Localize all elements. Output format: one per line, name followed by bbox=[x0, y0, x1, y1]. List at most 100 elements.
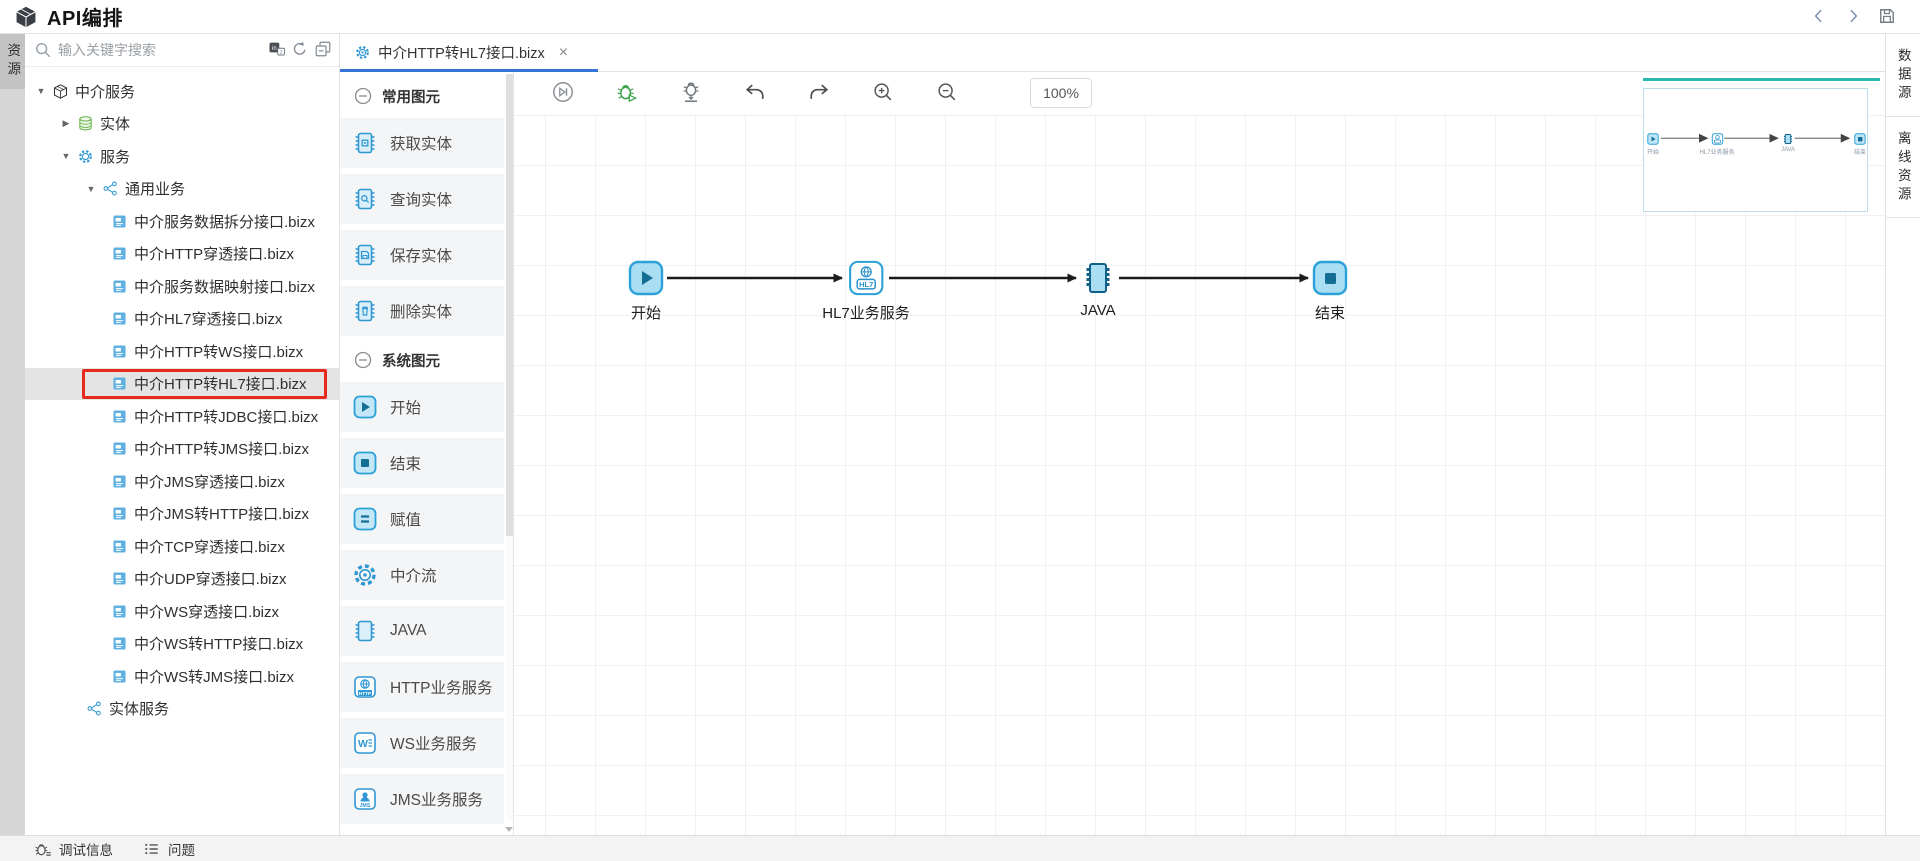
flow-node[interactable]: JAVA bbox=[1080, 260, 1116, 319]
bizx-file-icon bbox=[111, 375, 128, 392]
svg-text:W: W bbox=[358, 738, 368, 750]
tree-row[interactable]: 中介HTTP转WS接口.bizx bbox=[25, 335, 339, 368]
tree-row[interactable]: ▶ 实体 bbox=[25, 108, 339, 141]
expander-icon[interactable]: ▼ bbox=[61, 151, 71, 162]
editor-tabbar: 中介HTTP转HL7接口.bizx × bbox=[340, 34, 1885, 72]
tree-row[interactable]: 中介JMS转HTTP接口.bizx bbox=[25, 498, 339, 531]
minimap[interactable]: 开始 HL7业务服务 JAVA 结束 bbox=[1643, 88, 1868, 212]
palette-item[interactable]: 赋值 bbox=[340, 494, 504, 544]
palette-item[interactable]: 开始 bbox=[340, 382, 504, 432]
node-start-icon[interactable] bbox=[628, 260, 664, 296]
tree-row[interactable]: 实体服务 bbox=[25, 693, 339, 726]
minimap-node: 开始 bbox=[1647, 133, 1659, 156]
node-java-icon[interactable] bbox=[1080, 260, 1116, 296]
tree-row[interactable]: 中介JMS穿透接口.bizx bbox=[25, 465, 339, 498]
tree-row[interactable]: ▼ 通用业务 bbox=[25, 173, 339, 206]
tree-row[interactable]: 中介UDP穿透接口.bizx bbox=[25, 563, 339, 596]
tree-row[interactable]: 中介HTTP穿透接口.bizx bbox=[25, 238, 339, 271]
toolbar-button[interactable] bbox=[806, 80, 832, 106]
search-action-button[interactable] bbox=[290, 40, 310, 60]
flow-canvas[interactable]: 100% 开始 HL7 HL7业务服务 JAVA bbox=[514, 72, 1885, 835]
toolbar-button[interactable] bbox=[614, 80, 640, 106]
circle-minus-icon[interactable] bbox=[353, 350, 373, 370]
mini-end-icon bbox=[1854, 133, 1866, 145]
tab-close-icon[interactable]: × bbox=[558, 43, 569, 61]
palette-scrollbar[interactable] bbox=[506, 74, 513, 819]
expander-icon[interactable]: ▶ bbox=[62, 118, 70, 129]
search-action-button[interactable] bbox=[313, 40, 333, 60]
expander-icon[interactable]: ▼ bbox=[36, 86, 46, 97]
right-panel-tab[interactable]: 数据源 bbox=[1886, 34, 1920, 117]
flow-node[interactable]: 结束 bbox=[1312, 260, 1348, 323]
toolbar-button[interactable] bbox=[550, 80, 576, 106]
left-panel-strip: 资源 bbox=[0, 34, 25, 835]
palette-item[interactable]: 保存实体 bbox=[340, 230, 504, 280]
undo-icon bbox=[743, 80, 767, 104]
toolbar-button[interactable] bbox=[678, 80, 704, 106]
palette-section-header[interactable]: 系统图元 bbox=[340, 342, 513, 378]
node-end-icon[interactable] bbox=[1312, 260, 1348, 296]
flow-node-label: 开始 bbox=[630, 305, 661, 322]
right-panel-tab[interactable]: 离线资源 bbox=[1886, 117, 1920, 218]
debug-info-icon bbox=[34, 840, 52, 858]
scroll-down-arrow-icon[interactable] bbox=[505, 827, 513, 832]
header-nav-button[interactable] bbox=[1842, 6, 1864, 28]
palette-item[interactable]: JAVA bbox=[340, 606, 504, 656]
package-icon bbox=[52, 83, 69, 100]
tree-item-label: 中介WS穿透接口.bizx bbox=[134, 603, 280, 621]
tree-row[interactable]: 中介HTTP转HL7接口.bizx bbox=[25, 367, 339, 400]
zoom-in-icon bbox=[871, 80, 895, 104]
circle-minus-icon[interactable] bbox=[353, 86, 373, 106]
tree-row[interactable]: ▼ 服务 bbox=[25, 140, 339, 173]
palette-item[interactable]: 中介流 bbox=[340, 550, 504, 600]
tree-row[interactable]: 中介HL7穿透接口.bizx bbox=[25, 303, 339, 336]
palette-item-label: 赋值 bbox=[390, 512, 422, 529]
tree-row[interactable]: 中介WS穿透接口.bizx bbox=[25, 595, 339, 628]
header-nav-button[interactable] bbox=[1876, 6, 1898, 28]
svg-text:HL7: HL7 bbox=[859, 280, 873, 289]
palette-section-header[interactable]: 常用图元 bbox=[340, 78, 513, 114]
tree-row[interactable]: 中介TCP穿透接口.bizx bbox=[25, 530, 339, 563]
tree-row[interactable]: 中介WS转HTTP接口.bizx bbox=[25, 628, 339, 661]
toolbar-button[interactable] bbox=[870, 80, 896, 106]
palette-item[interactable]: W WS业务服务 bbox=[340, 718, 504, 768]
flow-layer: 开始 HL7 HL7业务服务 JAVA 结束 bbox=[514, 72, 1885, 835]
palette-item-label: 保存实体 bbox=[390, 248, 453, 265]
palette-item[interactable]: 查询实体 bbox=[340, 174, 504, 224]
status-bar-item[interactable]: 调试信息 bbox=[34, 839, 113, 859]
toolbar-button[interactable] bbox=[934, 80, 960, 106]
tree-row[interactable]: 中介HTTP转JMS接口.bizx bbox=[25, 433, 339, 466]
expander-icon[interactable]: ▼ bbox=[86, 183, 96, 194]
palette-item-label: JAVA bbox=[390, 622, 427, 639]
jms-service-icon: JMS bbox=[352, 786, 378, 812]
minimap-node: JAVA bbox=[1781, 133, 1795, 153]
tree-row[interactable]: 中介服务数据拆分接口.bizx bbox=[25, 205, 339, 238]
palette-item[interactable]: HTTP HTTP业务服务 bbox=[340, 662, 504, 712]
bizx-file-icon bbox=[111, 278, 128, 295]
status-bar-item[interactable]: 问题 bbox=[143, 839, 195, 859]
palette-item[interactable]: JMS JMS业务服务 bbox=[340, 774, 504, 824]
tree-row[interactable]: 中介服务数据映射接口.bizx bbox=[25, 270, 339, 303]
flow-node[interactable]: HL7 HL7业务服务 bbox=[822, 260, 910, 323]
tree-item-label: 通用业务 bbox=[125, 181, 186, 199]
search-input[interactable] bbox=[58, 42, 264, 58]
left-tab-resources[interactable]: 资源 bbox=[0, 34, 25, 89]
flow-node[interactable]: 开始 bbox=[628, 260, 664, 323]
header-nav-button[interactable] bbox=[1808, 6, 1830, 28]
minimap-node-label: JAVA bbox=[1780, 147, 1796, 153]
toolbar-button[interactable] bbox=[742, 80, 768, 106]
palette-item[interactable]: 删除实体 bbox=[340, 286, 504, 336]
palette-item[interactable]: 结束 bbox=[340, 438, 504, 488]
zoom-level-indicator[interactable]: 100% bbox=[1030, 78, 1092, 108]
tree-item-label: 中介HL7穿透接口.bizx bbox=[134, 311, 283, 329]
node-hl7-icon[interactable]: HL7 bbox=[848, 260, 884, 296]
tree-row[interactable]: 中介HTTP转JDBC接口.bizx bbox=[25, 400, 339, 433]
tree-row[interactable]: 中介WS转JMS接口.bizx bbox=[25, 660, 339, 693]
palette-scrollbar-thumb[interactable] bbox=[506, 74, 513, 536]
editor-tab[interactable]: 中介HTTP转HL7接口.bizx × bbox=[340, 34, 599, 72]
tree-row[interactable]: ▼ 中介服务 bbox=[25, 75, 339, 108]
palette-item[interactable]: 获取实体 bbox=[340, 118, 504, 168]
